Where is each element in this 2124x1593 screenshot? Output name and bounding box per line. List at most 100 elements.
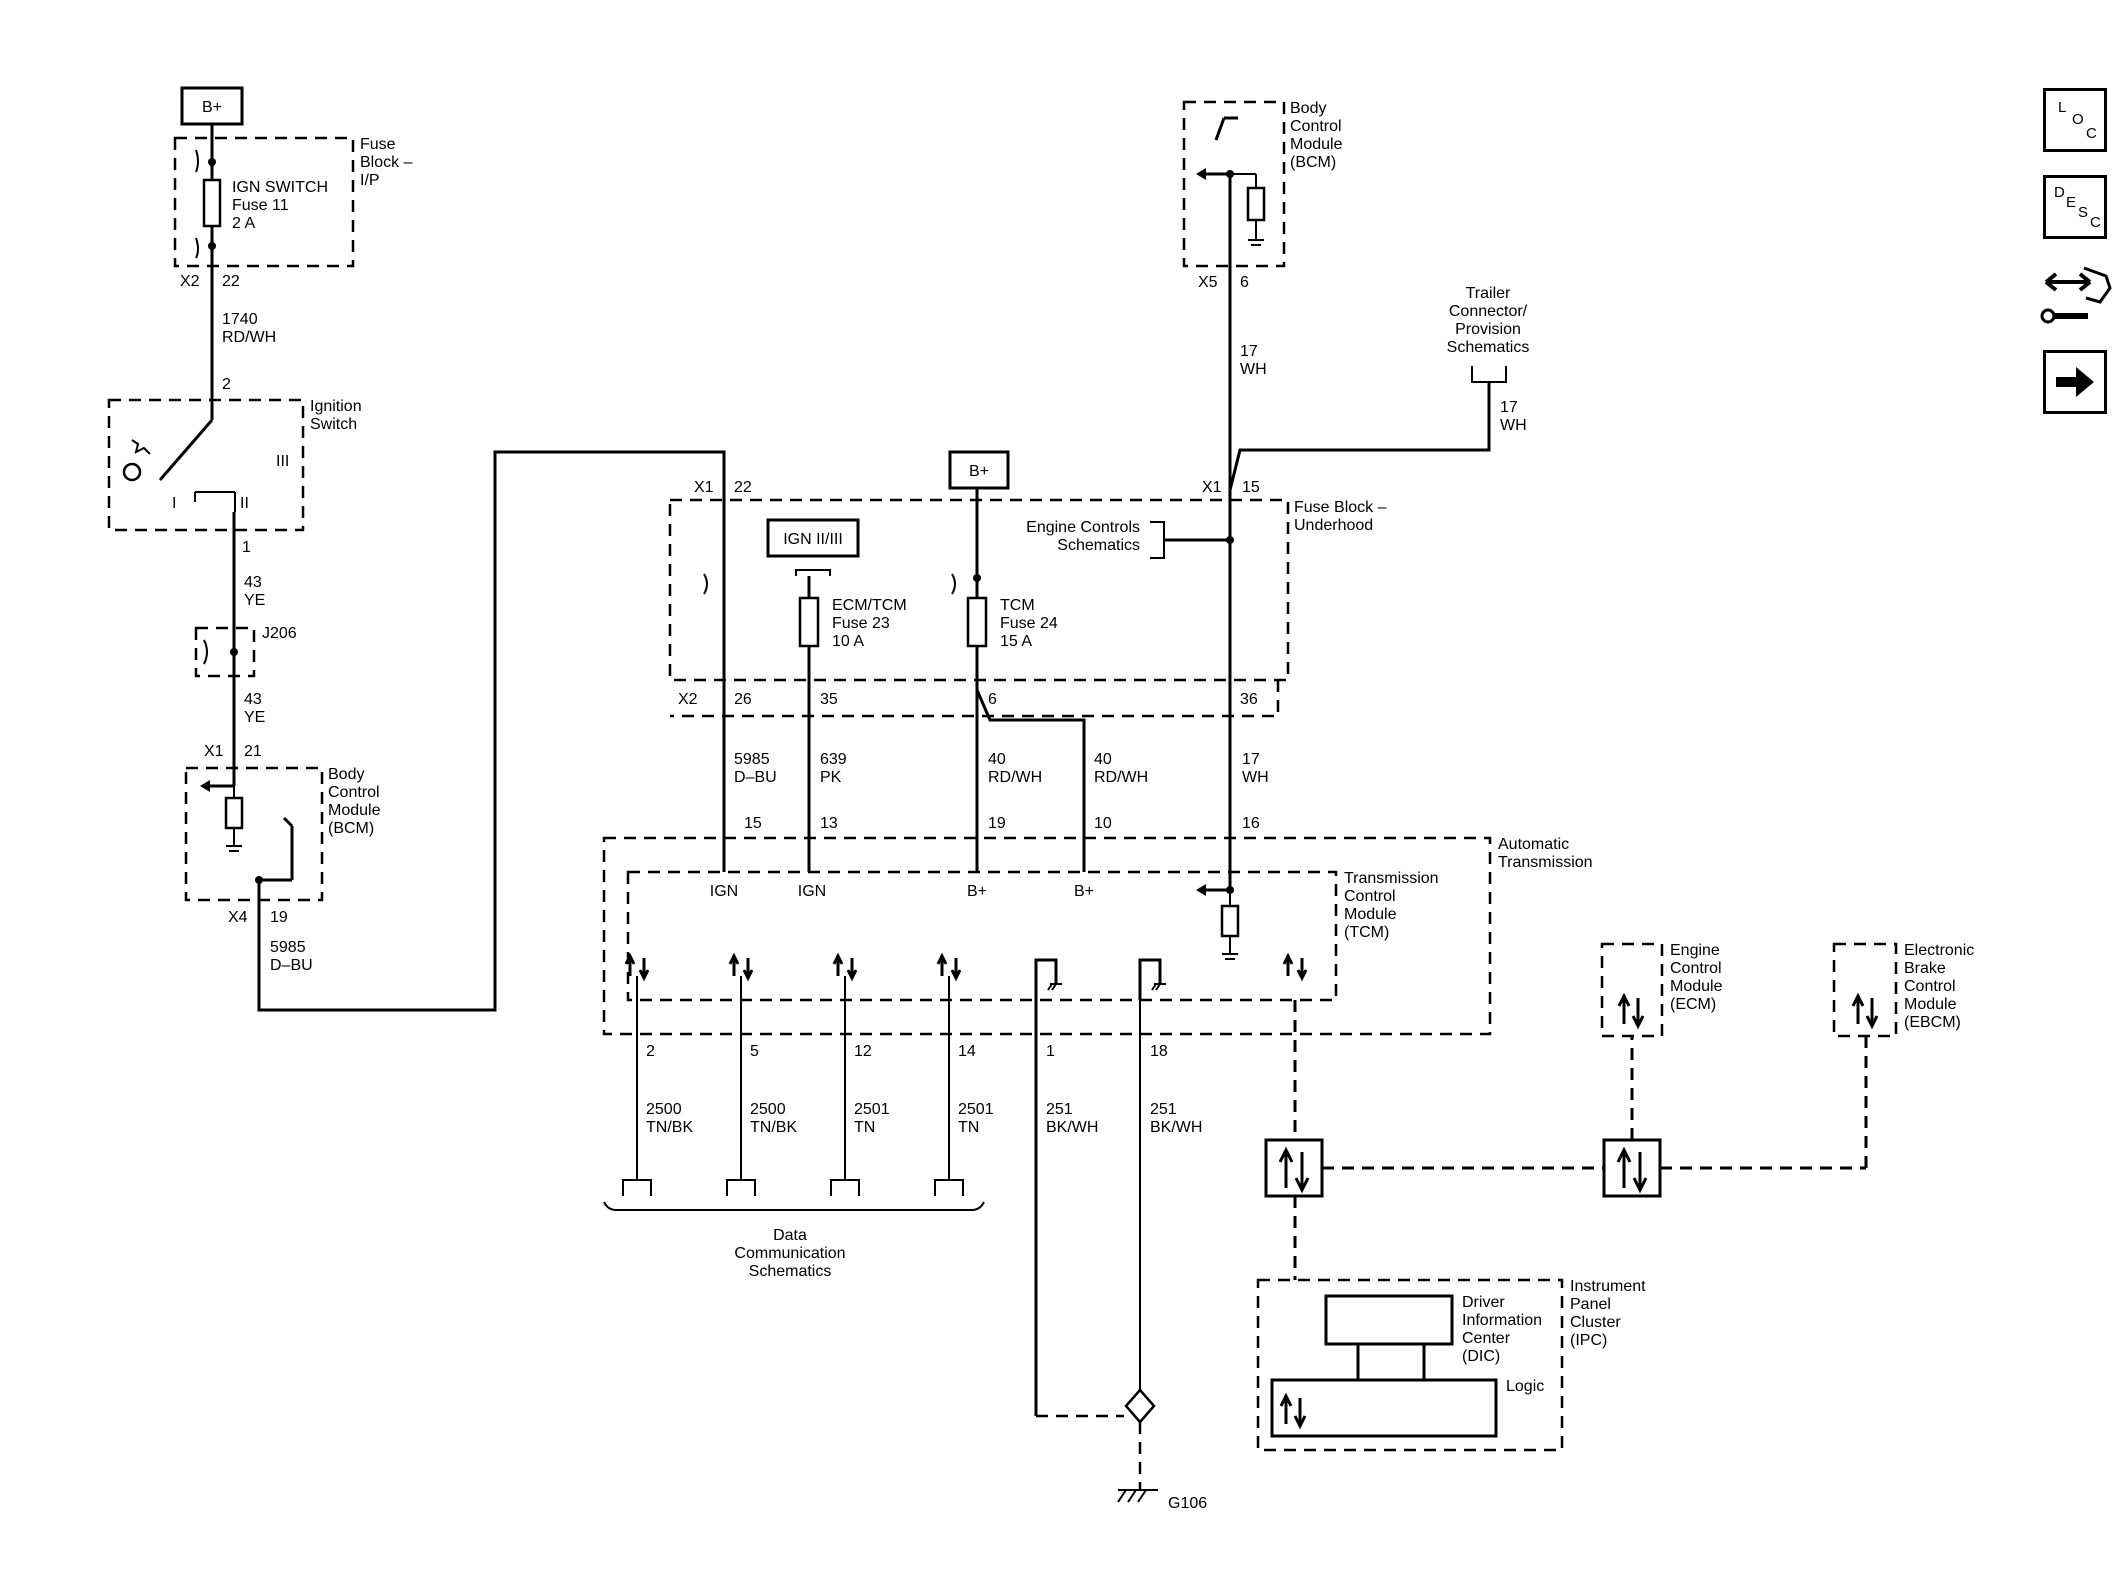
svg-text:(DIC): (DIC) [1462, 1348, 1500, 1365]
svg-text:6: 6 [1240, 274, 1249, 291]
svg-text:Control: Control [1670, 960, 1722, 977]
comm-node-tcm [1264, 1138, 1324, 1198]
svg-text:YE: YE [244, 592, 265, 609]
automatic-transmission: Automatic Transmission [602, 836, 1593, 1036]
bcm-left: X1 21 Body Control Module (BCM) X4 19 [184, 743, 381, 926]
fuse-ign-switch [202, 178, 222, 228]
svg-text:5985: 5985 [734, 751, 770, 768]
bplus-box-left: B+ [180, 86, 244, 126]
data-communication-ref: Data Communication Schematics [734, 1227, 845, 1280]
svg-text:IGN: IGN [710, 883, 738, 900]
svg-text:(EBCM): (EBCM) [1904, 1014, 1961, 1031]
svg-text:Engine: Engine [1670, 942, 1720, 959]
svg-text:Information: Information [1462, 1312, 1542, 1329]
svg-text:Trailer: Trailer [1466, 285, 1511, 302]
svg-text:(IPC): (IPC) [1570, 1332, 1607, 1349]
svg-text:22: 22 [222, 273, 240, 290]
desc-letter-d: D [2054, 184, 2065, 201]
svg-text:(BCM): (BCM) [328, 820, 374, 837]
svg-text:43: 43 [244, 691, 262, 708]
svg-text:2: 2 [646, 1043, 655, 1060]
svg-text:X2: X2 [180, 273, 200, 290]
svg-text:IGN SWITCH: IGN SWITCH [232, 179, 328, 196]
svg-text:2501: 2501 [854, 1101, 890, 1118]
desc-letter-e: E [2066, 194, 2077, 211]
svg-text:WH: WH [1242, 769, 1269, 786]
svg-text:TN/BK: TN/BK [646, 1119, 693, 1136]
ign-relay-box: IGN II/III [766, 518, 860, 598]
desc-letter-s: S [2078, 204, 2089, 221]
svg-text:2500: 2500 [750, 1101, 786, 1118]
electronic-brake-control-module: Electronic Brake Control Module (EBCM) [1832, 942, 1974, 1038]
svg-text:X1: X1 [1202, 479, 1222, 496]
svg-text:RD/WH: RD/WH [1094, 769, 1148, 786]
svg-text:TCM: TCM [1000, 597, 1035, 614]
svg-text:WH: WH [1240, 361, 1267, 378]
svg-text:B+: B+ [1074, 883, 1094, 900]
svg-text:Control: Control [1290, 118, 1342, 135]
svg-text:251: 251 [1150, 1101, 1177, 1118]
svg-text:Switch: Switch [310, 416, 357, 433]
svg-text:YE: YE [244, 709, 265, 726]
svg-text:Panel: Panel [1570, 1296, 1611, 1313]
svg-text:15: 15 [1242, 479, 1260, 496]
desc-letter-c: C [2090, 214, 2101, 231]
svg-text:1740: 1740 [222, 311, 258, 328]
loc-letter-c: C [2086, 125, 2097, 142]
svg-text:TN/BK: TN/BK [750, 1119, 797, 1136]
svg-text:Communication: Communication [734, 1245, 845, 1262]
svg-text:II: II [240, 495, 249, 512]
svg-text:17: 17 [1240, 343, 1258, 360]
connector-tools-icon[interactable] [2040, 262, 2112, 328]
svg-text:RD/WH: RD/WH [988, 769, 1042, 786]
svg-text:2501: 2501 [958, 1101, 994, 1118]
svg-text:Schematics: Schematics [749, 1263, 832, 1280]
svg-text:Fuse 24: Fuse 24 [1000, 615, 1058, 632]
svg-text:X1: X1 [204, 743, 224, 760]
svg-text:Transmission: Transmission [1344, 870, 1439, 887]
svg-text:21: 21 [244, 743, 262, 760]
svg-text:15: 15 [744, 815, 762, 832]
svg-text:17: 17 [1500, 399, 1518, 416]
svg-text:15 A: 15 A [1000, 633, 1032, 650]
svg-text:Cluster: Cluster [1570, 1314, 1621, 1331]
svg-text:18: 18 [1150, 1043, 1168, 1060]
svg-text:40: 40 [1094, 751, 1112, 768]
location-icon[interactable]: L O C [2043, 88, 2107, 152]
svg-text:BK/WH: BK/WH [1150, 1119, 1202, 1136]
arrow-right-icon[interactable] [2043, 350, 2107, 414]
svg-text:IGN II/III: IGN II/III [783, 531, 843, 548]
instrument-panel-cluster: Instrument Panel Cluster (IPC) Driver In… [1256, 1278, 1646, 1452]
svg-text:(TCM): (TCM) [1344, 924, 1389, 941]
svg-text:12: 12 [854, 1043, 872, 1060]
description-icon[interactable]: D E S C [2043, 175, 2107, 239]
svg-text:17: 17 [1242, 751, 1260, 768]
svg-text:Electronic: Electronic [1904, 942, 1974, 959]
svg-text:Connector/: Connector/ [1449, 303, 1528, 320]
svg-text:Logic: Logic [1506, 1378, 1544, 1395]
loc-letter-l: L [2058, 99, 2067, 116]
svg-text:Fuse Block –: Fuse Block – [1294, 499, 1387, 516]
tcm-comm-arrows [624, 952, 1308, 982]
svg-text:2 A: 2 A [232, 215, 255, 232]
engine-control-module: Engine Control Module (ECM) [1600, 942, 1723, 1038]
svg-text:16: 16 [1242, 815, 1260, 832]
svg-text:ECM/TCM: ECM/TCM [832, 597, 907, 614]
svg-text:36: 36 [1240, 691, 1258, 708]
svg-text:I: I [172, 495, 176, 512]
loc-letter-o: O [2072, 111, 2084, 128]
trailer-connector-ref: Trailer Connector/ Provision Schematics … [1228, 285, 1530, 491]
svg-text:III: III [276, 453, 289, 470]
svg-text:Control: Control [1344, 888, 1396, 905]
svg-text:Module: Module [328, 802, 381, 819]
svg-text:Center: Center [1462, 1330, 1511, 1347]
svg-text:Automatic: Automatic [1498, 836, 1569, 853]
svg-text:Instrument: Instrument [1570, 1278, 1646, 1295]
svg-text:Module: Module [1290, 136, 1343, 153]
svg-text:22: 22 [734, 479, 752, 496]
splice-j206: J206 [194, 625, 297, 678]
svg-text:Provision: Provision [1455, 321, 1521, 338]
svg-text:639: 639 [820, 751, 847, 768]
svg-text:Schematics: Schematics [1447, 339, 1530, 356]
svg-text:X5: X5 [1198, 274, 1218, 291]
